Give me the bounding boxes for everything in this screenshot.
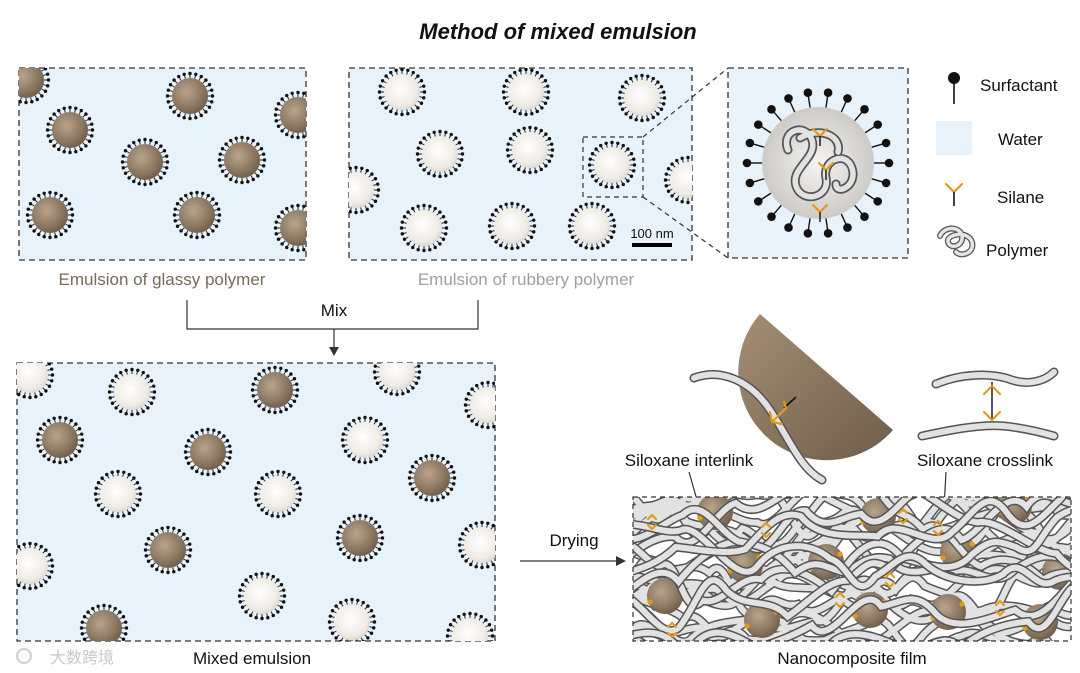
rubbery-particle [237, 571, 287, 621]
glassy-particle [19, 68, 51, 105]
mix-label: Mix [321, 301, 348, 320]
rubbery-particle [340, 415, 390, 465]
rubbery-particle [349, 165, 381, 215]
glassy-particle [335, 513, 385, 563]
interlink-label: Siloxane interlink [625, 451, 754, 470]
crosslink-illustration [917, 367, 1059, 441]
page-title: Method of mixed emulsion [419, 19, 696, 44]
glassy-particle [250, 365, 300, 415]
rubbery-particle [445, 611, 495, 641]
rubbery-particle [377, 68, 427, 117]
rubbery-particle [107, 367, 157, 417]
interlink-illustration [689, 314, 893, 485]
film-silane-link [666, 621, 678, 639]
rubbery-particle [93, 469, 143, 519]
legend-silane-label: Silane [997, 188, 1044, 207]
zoomed-particle [742, 88, 894, 238]
rubbery-particle [253, 469, 303, 519]
watermark-text: 大数跨境 [50, 648, 114, 667]
film-caption: Nanocomposite film [777, 649, 926, 668]
film-silane-link [897, 507, 909, 525]
legend-silane-icon [944, 182, 964, 206]
rubbery-particle [463, 380, 495, 430]
nanocomposite-film [632, 496, 1072, 642]
film-silane-link [646, 513, 658, 531]
glassy-hemisphere [738, 314, 893, 461]
legend: Surfactant Water Silane Polymer [936, 72, 1058, 260]
rubbery-particle [505, 125, 555, 175]
legend-water-swatch [936, 121, 972, 155]
glassy-particle [273, 203, 306, 253]
rubbery-particle [501, 68, 551, 117]
rubbery-particle [415, 129, 465, 179]
rubbery-particle [587, 140, 637, 190]
glassy-emulsion-panel [18, 67, 307, 261]
glassy-particle [35, 415, 85, 465]
drying-arrow [520, 556, 626, 566]
legend-water-label: Water [998, 130, 1043, 149]
glassy-particle [407, 453, 457, 503]
glassy-particle [217, 135, 267, 185]
glassy-particle [165, 71, 215, 121]
glassy-particle [79, 603, 129, 641]
rubbery-particle [567, 201, 617, 251]
film-frame [632, 496, 1072, 642]
legend-surfactant-icon [948, 72, 960, 104]
film-silane-link [932, 519, 944, 537]
interlink-pointer [688, 471, 698, 501]
rubbery-caption: Emulsion of rubbery polymer [418, 270, 635, 289]
mixed-particles [17, 363, 495, 641]
crosslink-silane [982, 384, 1002, 422]
glassy-particle [120, 137, 170, 187]
mixed-caption: Mixed emulsion [193, 649, 311, 668]
rubbery-particle [399, 203, 449, 253]
rubbery-particle [663, 155, 692, 205]
film-silane-link [884, 571, 896, 589]
glassy-particles [19, 68, 306, 253]
glassy-particle [45, 105, 95, 155]
zoom-line-top [642, 67, 729, 138]
zoomed-particle-panel [727, 67, 909, 259]
watermark-logo [16, 648, 32, 664]
crosslink-label: Siloxane crosslink [917, 451, 1054, 470]
glassy-particle [25, 190, 75, 240]
rubbery-particle [17, 541, 55, 591]
rubbery-particle [372, 363, 422, 397]
rubbery-particle [327, 597, 377, 641]
film-content [633, 497, 1071, 641]
rubbery-particle [17, 363, 55, 400]
film-silane-link [760, 521, 772, 539]
glassy-caption: Emulsion of glassy polymer [59, 270, 266, 289]
rubbery-particle [487, 201, 537, 251]
legend-polymer-label: Polymer [986, 241, 1049, 260]
legend-polymer-icon [937, 225, 976, 258]
rubbery-emulsion-panel: 100 nm [348, 67, 693, 261]
mixed-emulsion-panel [16, 362, 496, 642]
rubbery-particle [617, 73, 667, 123]
legend-surfactant-label: Surfactant [980, 76, 1058, 95]
drying-label: Drying [549, 531, 598, 550]
glassy-particle [172, 190, 222, 240]
glassy-particle [183, 427, 233, 477]
film-silane-link [834, 591, 846, 609]
mix-connector [186, 300, 479, 356]
film-silane-link [994, 599, 1006, 617]
scale-bar-label: 100 nm [630, 226, 673, 241]
interlink-silane [768, 400, 788, 426]
zoom-box [582, 136, 644, 198]
glassy-particle [273, 90, 306, 140]
glassy-particle [143, 525, 193, 575]
rubbery-particles [349, 68, 692, 253]
rubbery-particle [457, 520, 495, 570]
